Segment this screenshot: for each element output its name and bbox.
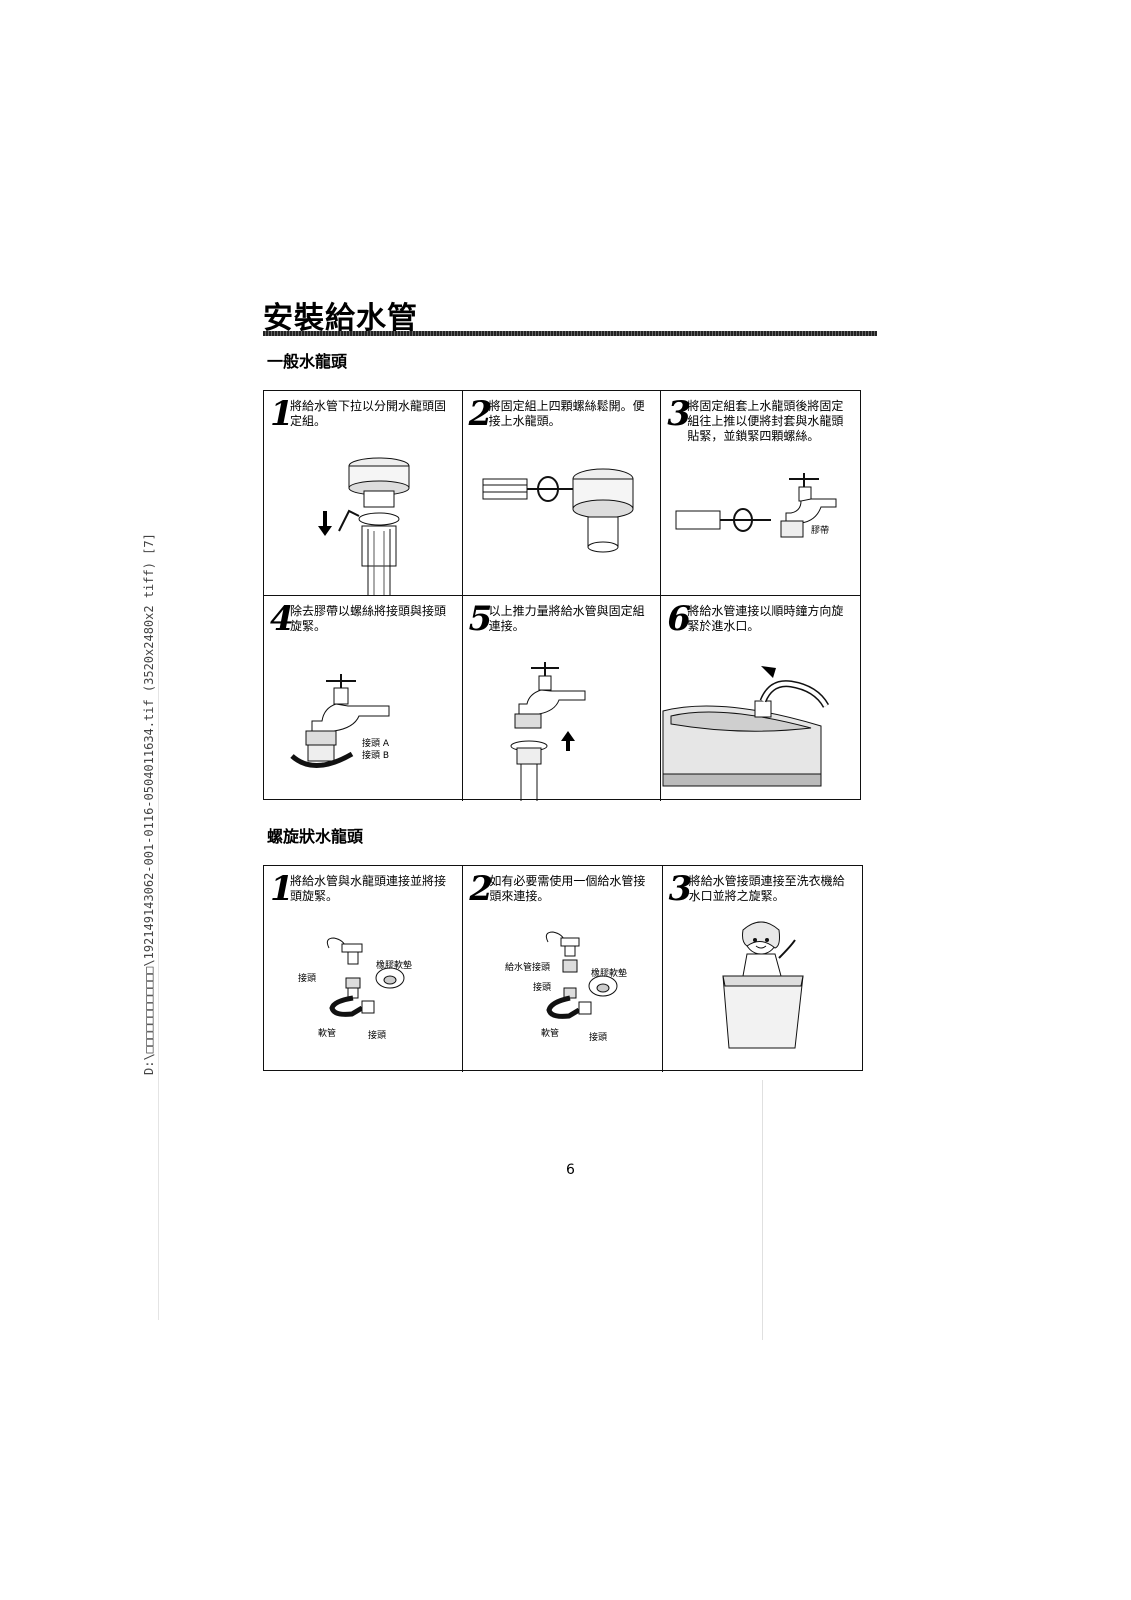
general-faucet-steps: 1 將給水管下拉以分開水龍頭固定組。 2 將固定組上四顆螺絲鬆開。便接上水龍頭。 bbox=[263, 390, 861, 801]
woman-washer-illustration bbox=[722, 921, 804, 1049]
step-text: 將固定組套上水龍頭後將固定組往上推以便將封套與水龍頭貼緊，並鎖緊四顆螺絲。 bbox=[687, 399, 844, 443]
arrow-down-icon bbox=[318, 511, 332, 536]
joint-b-label: 接頭 B bbox=[362, 749, 389, 761]
step-card-threaded-2: 2 如有必要需使用一個給水管接頭來連接。 給水管接頭 接頭 橡膠軟墊 軟管 接頭 bbox=[463, 866, 663, 1072]
step-card-3: 3 將固定組套上水龍頭後將固定組往上推以便將封套與水龍頭貼緊，並鎖緊四顆螺絲。 … bbox=[661, 391, 860, 596]
step-card-4: 4 除去膠帶以螺絲將接頭與接頭旋緊。 接頭 A 接頭 B bbox=[264, 596, 463, 801]
joint-label: 接頭 bbox=[298, 972, 316, 984]
step-card-threaded-3: 3 將給水管接頭連接至洗衣機給水口並將之旋緊。 bbox=[663, 866, 862, 1072]
page-title: 安裝給水管 bbox=[263, 301, 418, 336]
step-card-2: 2 將固定組上四顆螺絲鬆開。便接上水龍頭。 bbox=[462, 391, 662, 596]
joint-screw-illustration: 接頭 A 接頭 B bbox=[290, 674, 390, 768]
section-title-threaded-faucet: 螺旋狀水龍頭 bbox=[267, 827, 364, 846]
step-number: 3 bbox=[667, 394, 691, 434]
gasket-label: 橡膠軟墊 bbox=[591, 967, 627, 979]
step-text: 如有必要需使用一個給水管接頭來連接。 bbox=[489, 874, 646, 903]
gasket-label: 橡膠軟墊 bbox=[376, 959, 412, 971]
rotate-arrow-icon bbox=[733, 508, 754, 532]
adapter-label: 給水管接頭 bbox=[505, 961, 550, 973]
threaded-connect-illustration: 接頭 橡膠軟墊 軟管 接頭 bbox=[298, 937, 412, 1041]
title-rule bbox=[263, 331, 877, 336]
section-title-general-faucet: 一般水龍頭 bbox=[267, 352, 348, 371]
step-card-5: 5 以上推力量將給水管與固定組連接。 bbox=[463, 596, 662, 801]
step-text: 將給水管下拉以分開水龍頭固定組。 bbox=[290, 399, 447, 428]
threaded-faucet-steps: 1 將給水管與水龍頭連接並將接頭旋緊。 接頭 橡膠軟墊 軟管 接頭 2 如有必要… bbox=[263, 865, 863, 1072]
adapter-connect-illustration: 給水管接頭 接頭 橡膠軟墊 軟管 接頭 bbox=[505, 931, 627, 1043]
step-number: 3 bbox=[668, 869, 693, 909]
hose-label: 軟管 bbox=[318, 1027, 336, 1039]
connector-label: 接頭 bbox=[368, 1029, 386, 1041]
faucet-tighten-illustration: 膠帶 bbox=[675, 473, 837, 538]
step-text: 將給水管與水龍頭連接並將接頭旋緊。 bbox=[290, 874, 447, 903]
step-text: 將給水管連接以順時鐘方向旋緊於進水口。 bbox=[687, 604, 844, 633]
arrow-down-icon bbox=[761, 666, 777, 678]
scan-margin-line bbox=[158, 620, 159, 1320]
arrow-up-icon bbox=[560, 731, 575, 751]
step-number: 6 bbox=[667, 599, 691, 639]
step-number: 4 bbox=[270, 599, 294, 639]
rotate-arrow-icon bbox=[290, 751, 354, 768]
scan-margin-line bbox=[762, 1080, 763, 1340]
step-number: 1 bbox=[270, 394, 294, 434]
step-number: 1 bbox=[270, 869, 294, 909]
step-number: 5 bbox=[468, 599, 493, 639]
screwdriver-loosen-illustration bbox=[482, 468, 634, 553]
washer-inlet-illustration bbox=[662, 666, 830, 787]
step-text: 以上推力量將給水管與固定組連接。 bbox=[488, 604, 645, 633]
joint-a-label: 接頭 A bbox=[362, 737, 390, 749]
connector-label: 接頭 bbox=[589, 1031, 607, 1043]
rotate-arrow-icon bbox=[536, 476, 559, 502]
step-card-threaded-1: 1 將給水管與水龍頭連接並將接頭旋緊。 接頭 橡膠軟墊 軟管 接頭 bbox=[264, 866, 464, 1072]
tape-label: 膠帶 bbox=[811, 525, 829, 536]
step-card-6: 6 將給水管連接以順時鐘方向旋緊於進水口。 bbox=[661, 596, 860, 801]
page-number: 6 bbox=[566, 1162, 575, 1178]
step-number: 2 bbox=[468, 394, 493, 434]
joint-label: 接頭 bbox=[533, 981, 551, 993]
step-card-1: 1 將給水管下拉以分開水龍頭固定組。 bbox=[264, 391, 463, 596]
step-text: 將給水管接頭連接至洗衣機給水口並將之旋緊。 bbox=[688, 874, 845, 903]
hose-label: 軟管 bbox=[541, 1027, 559, 1039]
step-text: 將固定組上四顆螺絲鬆開。便接上水龍頭。 bbox=[488, 399, 645, 428]
push-up-connect-illustration bbox=[510, 662, 586, 801]
step-number: 2 bbox=[469, 869, 493, 909]
step-text: 除去膠帶以螺絲將接頭與接頭旋緊。 bbox=[290, 604, 447, 633]
clamp-pull-illustration bbox=[318, 457, 410, 595]
